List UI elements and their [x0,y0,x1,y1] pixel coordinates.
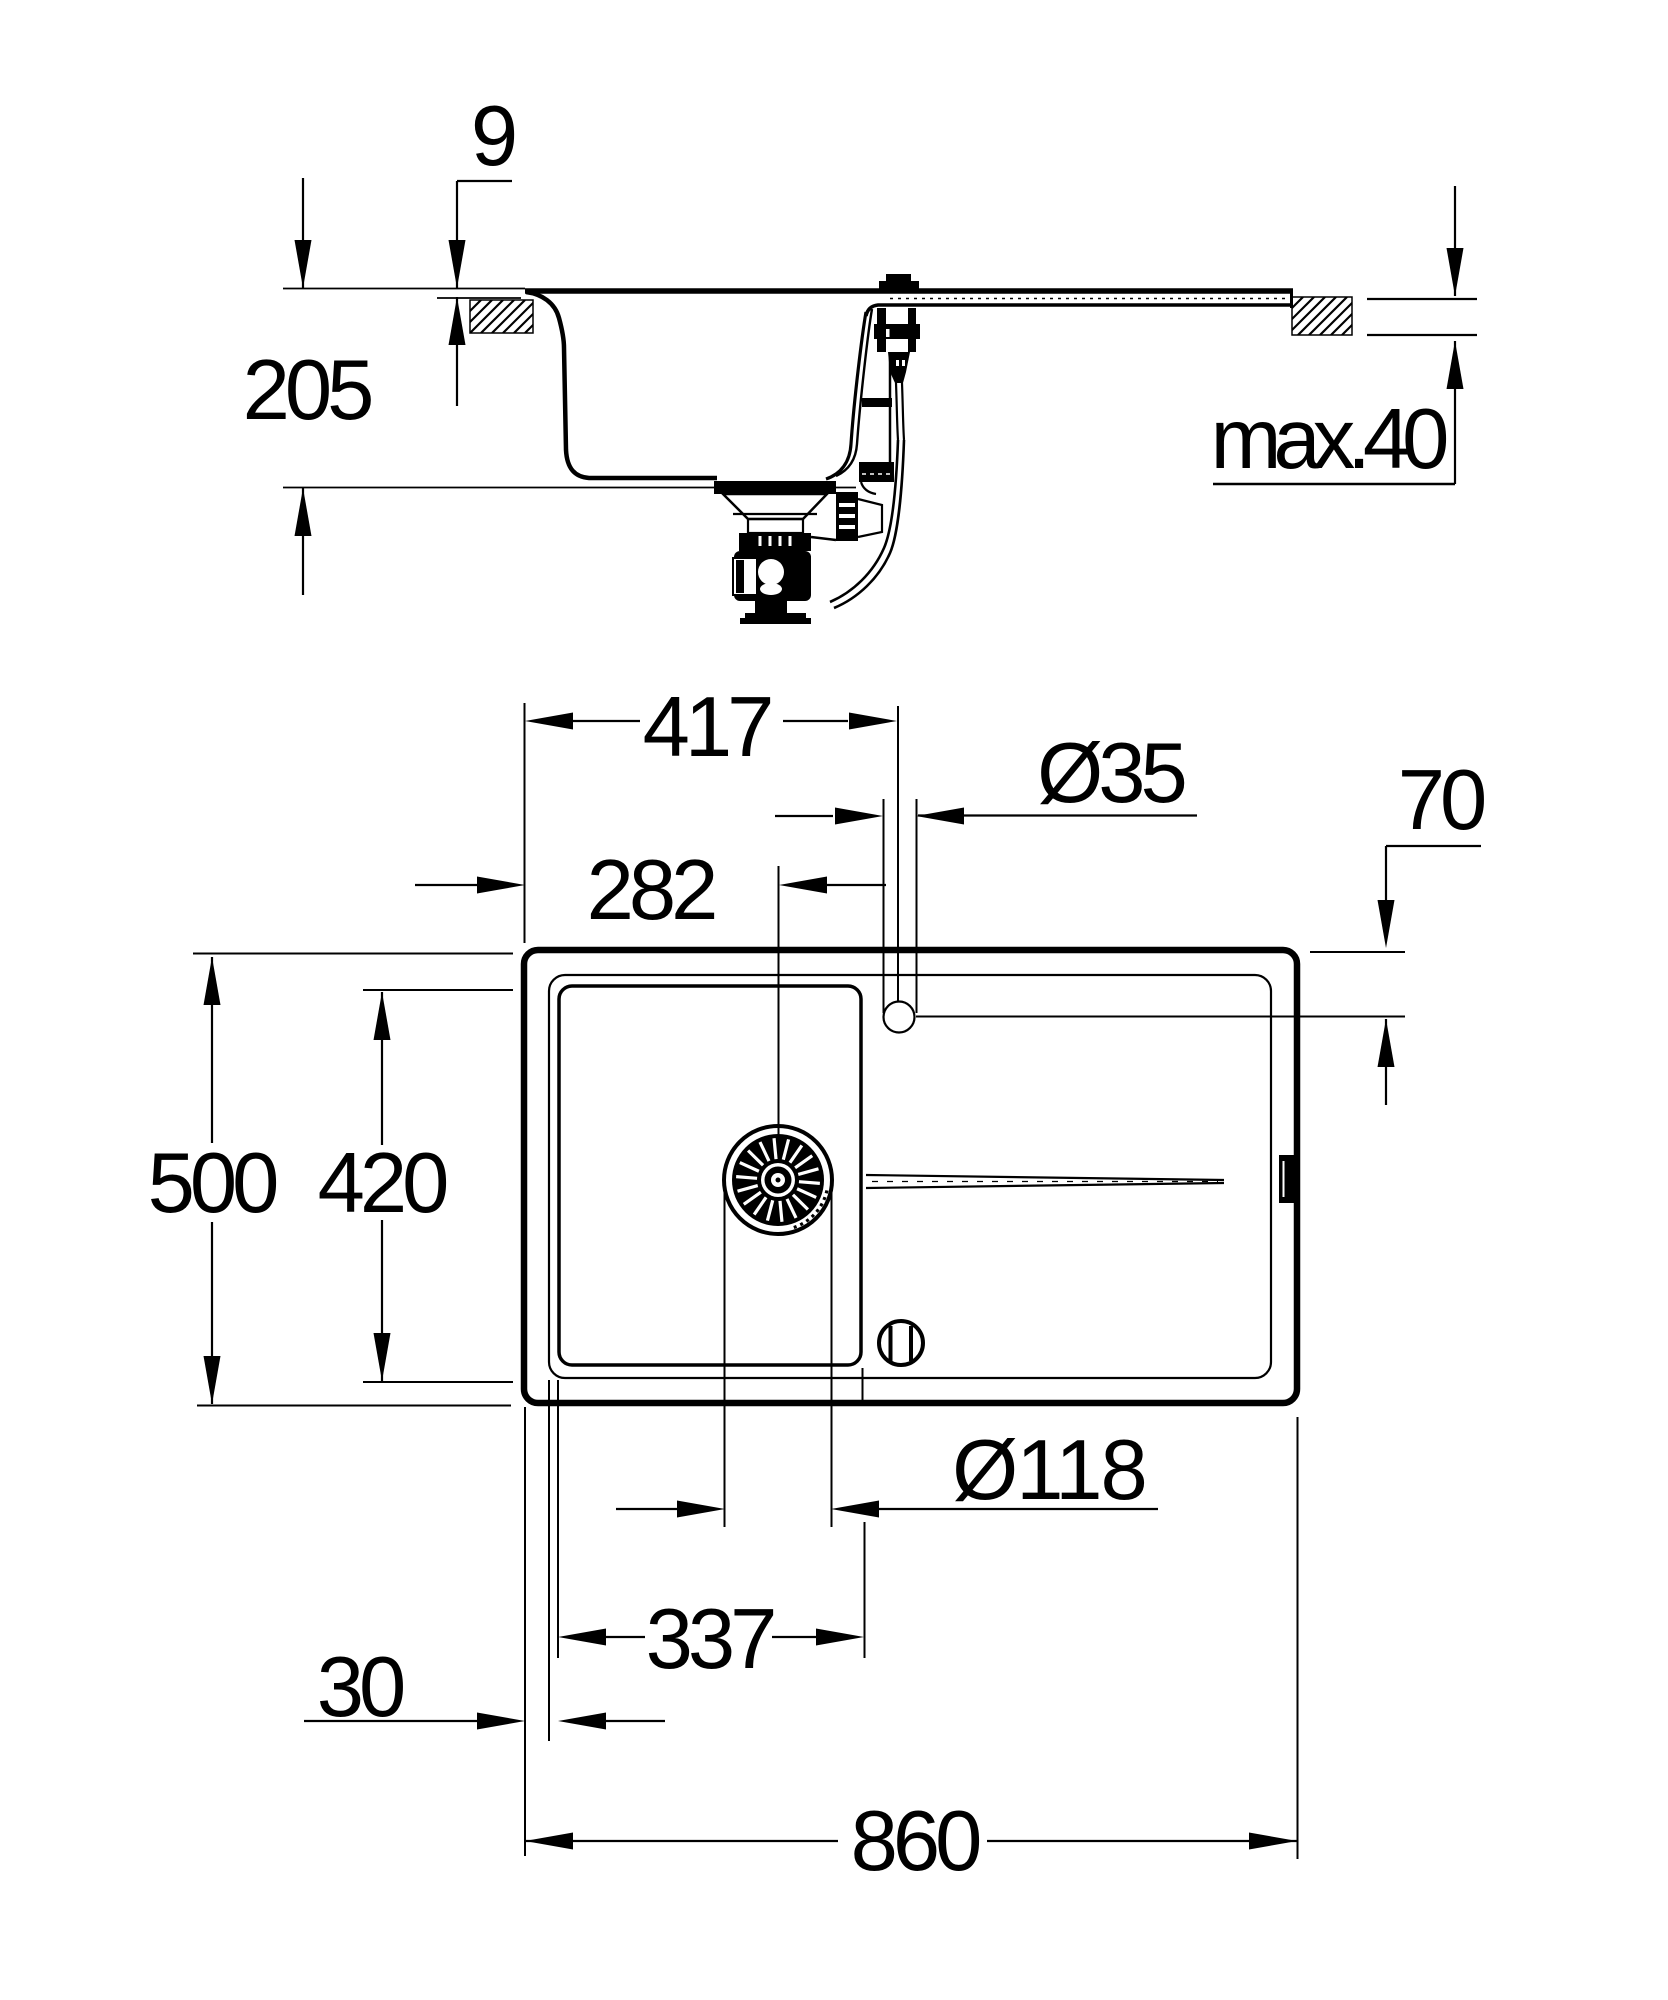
svg-text:337: 337 [646,1592,774,1687]
svg-text:500: 500 [148,1136,277,1231]
svg-text:max.40: max.40 [1211,392,1446,487]
svg-text:282: 282 [587,843,715,938]
svg-text:9: 9 [471,89,515,184]
svg-text:417: 417 [643,680,771,775]
svg-text:Ø118: Ø118 [952,1423,1146,1518]
svg-text:860: 860 [851,1794,980,1889]
svg-text:70: 70 [1398,753,1484,848]
svg-text:205: 205 [243,343,372,438]
svg-text:420: 420 [318,1136,447,1231]
svg-text:30: 30 [317,1640,403,1735]
svg-text:Ø35: Ø35 [1037,726,1184,821]
